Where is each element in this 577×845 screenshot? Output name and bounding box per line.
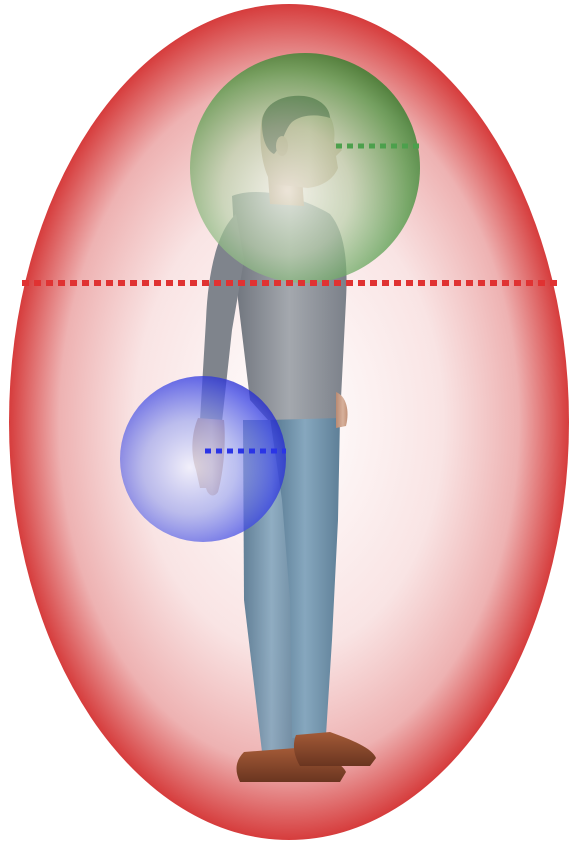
head-space-sphere <box>190 53 420 283</box>
hand-space-sphere <box>120 376 286 542</box>
